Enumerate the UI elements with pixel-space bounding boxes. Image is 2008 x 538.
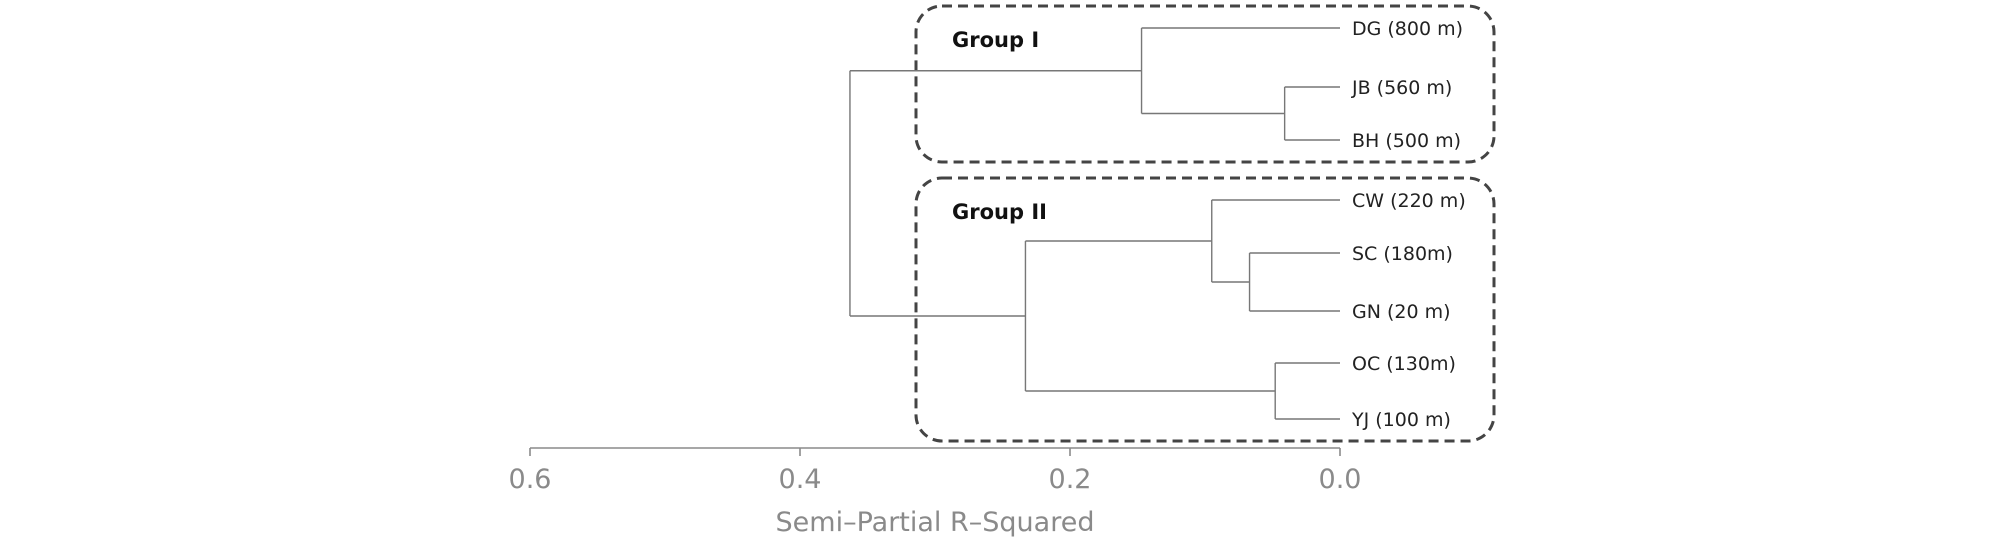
x-tick-label-0-6: 0.6 (509, 464, 552, 495)
dendrogram-branches (849, 27, 1340, 420)
leaf-label-sc-180m: SC (180m) (1352, 243, 1453, 265)
group-boxes (914, 4, 1496, 443)
leaf-label-bh-500-m: BH (500 m) (1352, 130, 1461, 152)
leaf-labels: DG (800 m) JB (560 m) BH (500 m) CW (220 m)… (1351, 18, 1466, 431)
x-tick-label-0-0: 0.0 (1319, 464, 1362, 495)
leaf-label-cw-220-m: CW (220 m) (1352, 190, 1466, 212)
group-box-group-i (914, 4, 1496, 164)
group-box-group-ii (914, 176, 1496, 443)
group-label-group-i: Group I (952, 28, 1039, 52)
group-labels: Group I Group II (952, 28, 1047, 224)
x-axis: 0.6 0.4 0.2 0.0 Semi–Partial R–Squared (509, 447, 1362, 538)
group-label-group-ii: Group II (952, 200, 1047, 224)
leaf-label-jb-560-m: JB (560 m) (1351, 77, 1452, 99)
leaf-label-oc-130m: OC (130m) (1352, 353, 1456, 375)
x-axis-ticks: 0.6 0.4 0.2 0.0 (509, 448, 1362, 495)
leaf-label-yj-100-m: YJ (100 m) (1351, 409, 1451, 431)
x-axis-title: Semi–Partial R–Squared (776, 507, 1095, 538)
x-tick-label-0-4: 0.4 (779, 464, 822, 495)
x-tick-label-0-2: 0.2 (1049, 464, 1092, 495)
leaf-label-dg-800-m: DG (800 m) (1352, 18, 1463, 40)
leaf-label-gn-20-m: GN (20 m) (1352, 301, 1451, 323)
